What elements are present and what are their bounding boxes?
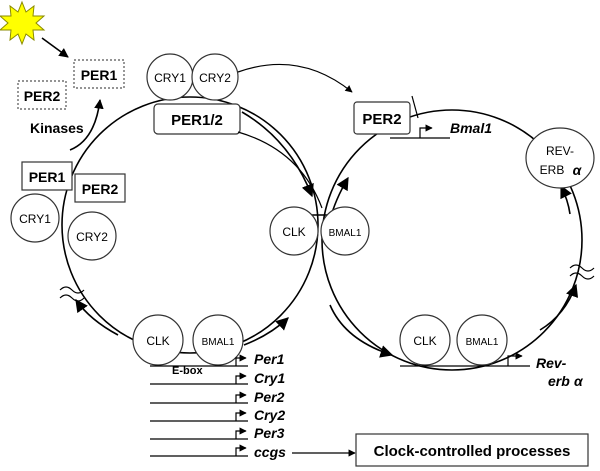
svg-text:α: α bbox=[573, 162, 583, 178]
svg-text:Per3: Per3 bbox=[254, 425, 285, 441]
svg-text:CLK: CLK bbox=[282, 225, 305, 239]
svg-text:Cry2: Cry2 bbox=[254, 407, 285, 423]
negative-feedback-loop bbox=[61, 96, 319, 354]
per-inhibits-clk-bmal1 bbox=[237, 131, 323, 209]
left-loop-arrow-top bbox=[241, 111, 314, 198]
ebox-label: E-box bbox=[172, 365, 203, 377]
svg-text:BMAL1: BMAL1 bbox=[466, 337, 499, 348]
svg-text:REV-: REV- bbox=[546, 144, 574, 158]
cry-per-complex-top: CRY1 CRY2 PER1/2 bbox=[146, 53, 241, 135]
left-loop-break bbox=[59, 286, 85, 302]
kinases-arrow bbox=[69, 99, 104, 151]
svg-text:BMAL1: BMAL1 bbox=[202, 337, 235, 348]
svg-text:Per2: Per2 bbox=[254, 389, 285, 405]
svg-text:CRY2: CRY2 bbox=[199, 71, 231, 85]
svg-text:CRY1: CRY1 bbox=[154, 71, 186, 85]
svg-text:ERB: ERB bbox=[540, 163, 565, 177]
rev-erb-gene: Rev- erb α bbox=[400, 352, 584, 389]
svg-text:α: α bbox=[574, 373, 584, 389]
svg-text:CRY2: CRY2 bbox=[76, 230, 108, 244]
svg-text:PER1: PER1 bbox=[81, 67, 118, 83]
cry-per-complex-left: PER1 PER2 CRY1 CRY2 bbox=[10, 161, 126, 261]
svg-text:BMAL1: BMAL1 bbox=[329, 228, 362, 239]
gene-per3: Per3 bbox=[150, 425, 285, 441]
svg-text:PER2: PER2 bbox=[362, 111, 401, 128]
right-loop-arrow-up-lower bbox=[539, 283, 579, 331]
left-loop-arrow-bottom bbox=[75, 298, 119, 336]
rev-erb-feedback-loop bbox=[321, 109, 583, 371]
svg-text:PER1: PER1 bbox=[29, 169, 66, 185]
free-per2-box: PER2 bbox=[17, 80, 67, 110]
gene-per1: Per1 bbox=[150, 351, 285, 367]
per2-bmal1-regulation: PER2 Bmal1 bbox=[353, 95, 492, 139]
sun-to-per1-arrow bbox=[41, 37, 69, 58]
free-per1-box: PER1 bbox=[73, 59, 125, 89]
gene-ccgs: ccgs bbox=[150, 444, 286, 460]
svg-text:PER1/2: PER1/2 bbox=[171, 112, 223, 129]
svg-text:Cry1: Cry1 bbox=[254, 370, 285, 386]
svg-text:CLK: CLK bbox=[413, 334, 436, 348]
sun-icon bbox=[0, 0, 46, 46]
svg-text:CRY1: CRY1 bbox=[19, 212, 51, 226]
gene-per2: Per2 bbox=[150, 389, 285, 405]
rev-erb-alpha-protein: REV- ERB α bbox=[525, 127, 595, 189]
clk-bmal1-center: CLK BMAL1 bbox=[269, 206, 370, 256]
clock-controlled-processes-box: Clock-controlled processes bbox=[355, 433, 589, 467]
bmal1-gene-label: Bmal1 bbox=[450, 120, 492, 136]
svg-text:PER2: PER2 bbox=[82, 181, 119, 197]
svg-text:Clock-controlled processes: Clock-controlled processes bbox=[374, 443, 571, 460]
clk-bmal1-ebox: CLK BMAL1 bbox=[132, 314, 244, 366]
svg-text:erb: erb bbox=[548, 373, 570, 389]
svg-text:Per1: Per1 bbox=[254, 351, 285, 367]
right-loop-arrow-up-upper bbox=[560, 184, 572, 215]
right-loop-arrow-bottom bbox=[329, 304, 394, 358]
kinases-label: Kinases bbox=[30, 120, 84, 136]
svg-text:ccgs: ccgs bbox=[254, 444, 286, 460]
left-loop-arrow-down bbox=[243, 317, 289, 346]
svg-text:PER2: PER2 bbox=[24, 88, 61, 104]
complex-to-per2-arrow bbox=[237, 63, 353, 93]
gene-cry1: Cry1 bbox=[150, 370, 285, 386]
gene-cry2: Cry2 bbox=[150, 407, 285, 423]
clk-bmal1-rev-erb: CLK BMAL1 bbox=[399, 314, 508, 366]
svg-text:CLK: CLK bbox=[146, 334, 169, 348]
right-loop-break bbox=[569, 264, 595, 280]
svg-text:Rev-: Rev- bbox=[536, 355, 567, 371]
target-gene-list: Per1 Cry1 Per2 Cry2 Per3 ccgs bbox=[150, 351, 286, 460]
